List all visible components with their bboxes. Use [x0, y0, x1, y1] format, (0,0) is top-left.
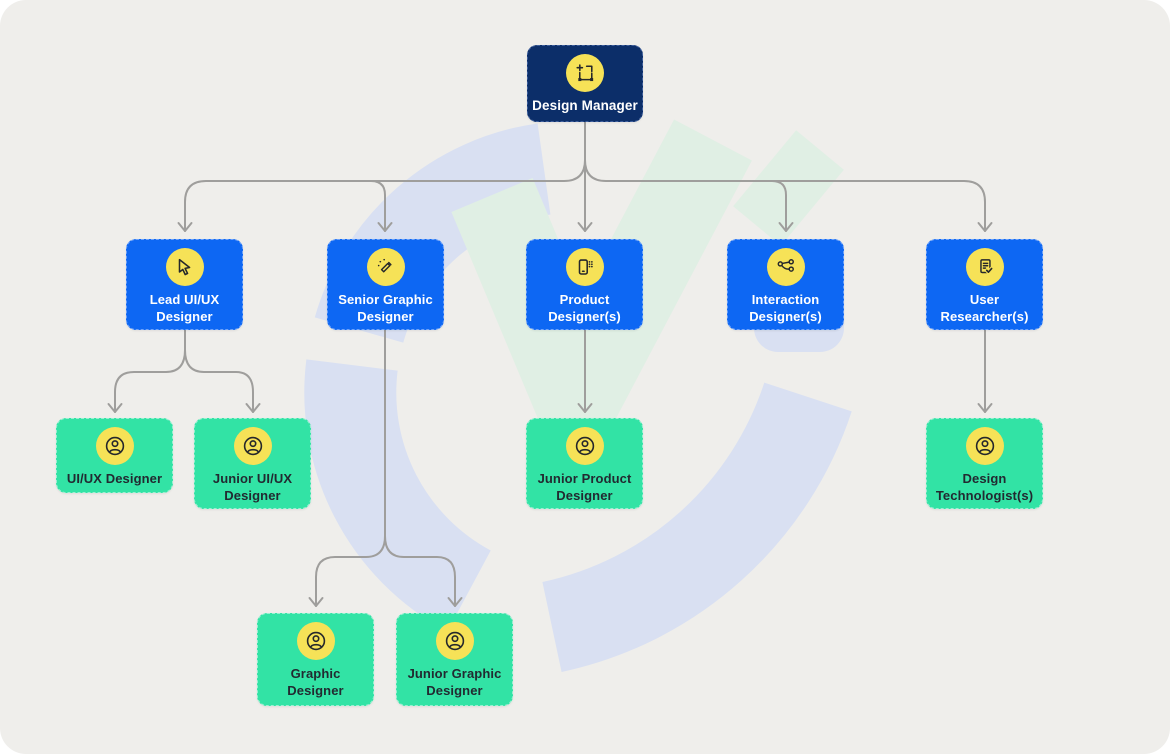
node-label: Graphic Designer — [287, 666, 344, 698]
node-label: Design Manager — [532, 98, 638, 113]
magic-wand-icon — [366, 248, 405, 286]
node-label: Lead UI/UX Designer — [149, 292, 220, 324]
node-product-designers[interactable]: Product Designer(s) — [526, 239, 643, 330]
node-junior-product-designer[interactable]: Junior Product Designer — [526, 418, 643, 509]
node-label: UI/UX Designer — [66, 471, 163, 486]
node-label: Junior Product Designer — [537, 471, 632, 503]
node-uiux-designer[interactable]: UI/UX Designer — [56, 418, 173, 493]
node-label: User Researcher(s) — [940, 292, 1029, 324]
node-user-researchers[interactable]: User Researcher(s) — [926, 239, 1043, 330]
node-label: Junior Graphic Designer — [407, 666, 502, 698]
node-junior-graphic-designer[interactable]: Junior Graphic Designer — [396, 613, 513, 706]
node-design-manager[interactable]: Design Manager — [527, 45, 643, 122]
person-icon — [296, 622, 335, 660]
person-icon — [565, 427, 604, 465]
person-icon — [233, 427, 272, 465]
node-interaction-designers[interactable]: Interaction Designer(s) — [727, 239, 844, 330]
node-label: Senior Graphic Designer — [338, 292, 433, 324]
node-senior-graphic-designer[interactable]: Senior Graphic Designer — [327, 239, 444, 330]
nodes-icon — [766, 248, 805, 286]
survey-check-icon — [965, 248, 1004, 286]
node-design-technologists[interactable]: Design Technologist(s) — [926, 418, 1043, 509]
node-lead-uiux-designer[interactable]: Lead UI/UX Designer — [126, 239, 243, 330]
transform-icon — [566, 54, 604, 92]
cursor-icon — [165, 248, 204, 286]
person-icon — [435, 622, 474, 660]
person-icon — [95, 427, 134, 465]
node-label: Design Technologist(s) — [935, 471, 1034, 503]
node-label: Product Designer(s) — [548, 292, 621, 324]
phone-apps-icon — [565, 248, 604, 286]
node-label: Junior UI/UX Designer — [212, 471, 293, 503]
watermark-logo — [304, 119, 852, 672]
node-graphic-designer[interactable]: Graphic Designer — [257, 613, 374, 706]
node-label: Interaction Designer(s) — [749, 292, 822, 324]
node-junior-uiux-designer[interactable]: Junior UI/UX Designer — [194, 418, 311, 509]
person-icon — [965, 427, 1004, 465]
